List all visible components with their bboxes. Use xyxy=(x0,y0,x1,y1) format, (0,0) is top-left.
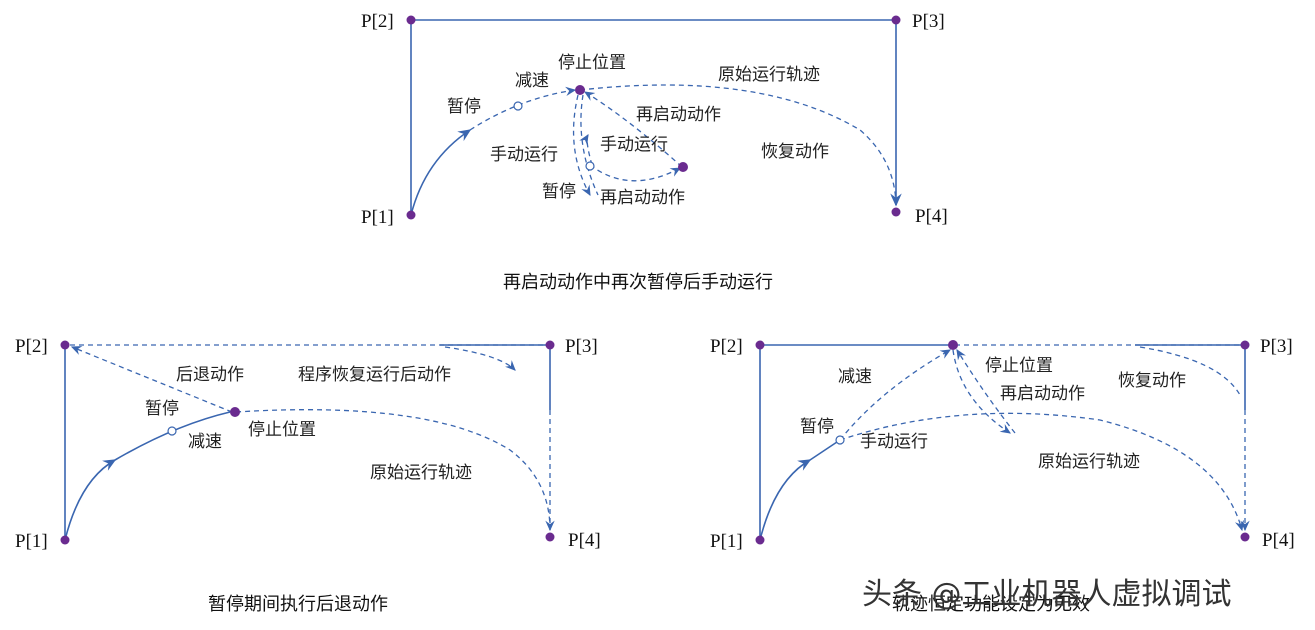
top-second-pause-path xyxy=(589,164,682,182)
top-restart-arrow xyxy=(584,91,683,168)
left-diagram: P[1] P[2] P[3] P[4] 后退动作 程序恢复运行后动作 暂停 减速… xyxy=(15,336,601,615)
left-stop-point xyxy=(230,407,240,417)
top-p4-point xyxy=(891,207,901,217)
left-p4-point xyxy=(545,532,555,542)
left-p3-point xyxy=(545,340,555,350)
right-p2-label: P[2] xyxy=(710,336,743,357)
right-start-curve xyxy=(759,459,812,541)
top-pause-label-2: 暂停 xyxy=(542,182,576,202)
left-original-path xyxy=(235,409,551,531)
top-caption: 再启动动作中再次暂停后手动运行 xyxy=(503,272,773,293)
right-pause-label: 暂停 xyxy=(800,417,834,437)
top-p3-point xyxy=(891,15,901,25)
left-p2-point xyxy=(60,340,70,350)
right-pause-marker xyxy=(835,435,845,445)
top-manual-label-2: 手动运行 xyxy=(600,135,668,155)
right-resume-label: 恢复动作 xyxy=(1118,371,1186,391)
top-pause-marker-2 xyxy=(585,161,595,171)
left-pause-label: 暂停 xyxy=(145,399,179,419)
left-retreat-arrow xyxy=(70,346,233,413)
right-decel-curve xyxy=(809,439,841,461)
left-original-path-label: 原始运行轨迹 xyxy=(370,463,472,483)
right-decel-to-stop xyxy=(839,349,952,441)
left-p1-point xyxy=(60,535,70,545)
top-p4-label: P[4] xyxy=(915,206,948,227)
left-retreat-label: 后退动作 xyxy=(176,365,244,385)
right-original-path xyxy=(839,412,1245,532)
right-caption: 轨迹恒定功能设定为无效 xyxy=(892,594,1090,615)
left-program-resume-arrow xyxy=(444,346,516,371)
top-stop-position-label: 停止位置 xyxy=(558,53,626,73)
right-p1-label: P[1] xyxy=(710,531,743,552)
left-p1-label: P[1] xyxy=(15,531,48,552)
right-p4-label: P[4] xyxy=(1262,530,1295,551)
right-p3-label: P[3] xyxy=(1260,336,1293,357)
top-manual-down xyxy=(572,94,591,197)
right-restart-path xyxy=(956,349,1016,434)
top-restart-label: 再启动动作 xyxy=(636,105,721,125)
right-p3-point xyxy=(1240,340,1250,350)
top-p1-point xyxy=(406,210,416,220)
top-manual-down-2 xyxy=(580,94,599,196)
right-restart-label: 再启动动作 xyxy=(1000,384,1085,404)
right-diagram: P[1] P[2] P[3] P[4] 减速 停止位置 再启动动作 恢复动作 暂… xyxy=(710,336,1295,615)
top-manual-label: 手动运行 xyxy=(490,145,558,165)
top-restart-label-2: 再启动动作 xyxy=(600,188,685,208)
top-p3-label: P[3] xyxy=(912,11,945,32)
top-pause-label: 暂停 xyxy=(447,97,481,117)
top-original-path-label: 原始运行轨迹 xyxy=(718,65,820,85)
top-stop-point xyxy=(575,85,585,95)
right-p4-point xyxy=(1240,532,1250,542)
top-manual-point xyxy=(678,162,688,172)
right-p1-point xyxy=(755,535,765,545)
right-manual-path xyxy=(952,349,1011,434)
left-decelerate-label: 减速 xyxy=(188,432,222,452)
right-stop-point xyxy=(948,340,958,350)
top-p2-point xyxy=(406,15,416,25)
left-stop-position-label: 停止位置 xyxy=(248,420,316,440)
left-program-resume-label: 程序恢复运行后动作 xyxy=(298,365,451,385)
right-stop-position-label: 停止位置 xyxy=(985,356,1053,376)
top-original-path xyxy=(579,84,901,207)
left-p2-label: P[2] xyxy=(15,336,48,357)
left-p3-label: P[3] xyxy=(565,336,598,357)
left-start-curve xyxy=(64,459,117,541)
right-p2-point xyxy=(755,340,765,350)
top-p1-label: P[1] xyxy=(361,207,394,228)
top-decel-curve xyxy=(469,86,577,131)
top-p2-label: P[2] xyxy=(361,11,394,32)
top-decelerate-label: 减速 xyxy=(515,71,549,91)
left-pause-marker xyxy=(167,426,177,436)
left-p4-label: P[4] xyxy=(568,530,601,551)
right-decelerate-label: 减速 xyxy=(838,367,872,387)
right-manual-label: 手动运行 xyxy=(860,432,928,452)
top-resume-label: 恢复动作 xyxy=(761,142,829,162)
left-caption: 暂停期间执行后退动作 xyxy=(208,594,388,615)
top-diagram: P[1] P[2] P[3] P[4] 停止位置 减速 暂停 原始运行轨迹 再启… xyxy=(361,11,948,293)
watermark: 头条 @工业机器人虚拟调试 xyxy=(862,577,1232,612)
top-manual-up xyxy=(579,133,593,166)
right-resume-curve xyxy=(1139,346,1241,396)
top-pause-marker xyxy=(513,101,523,111)
top-start-curve xyxy=(410,129,472,216)
right-original-path-label: 原始运行轨迹 xyxy=(1038,452,1140,472)
